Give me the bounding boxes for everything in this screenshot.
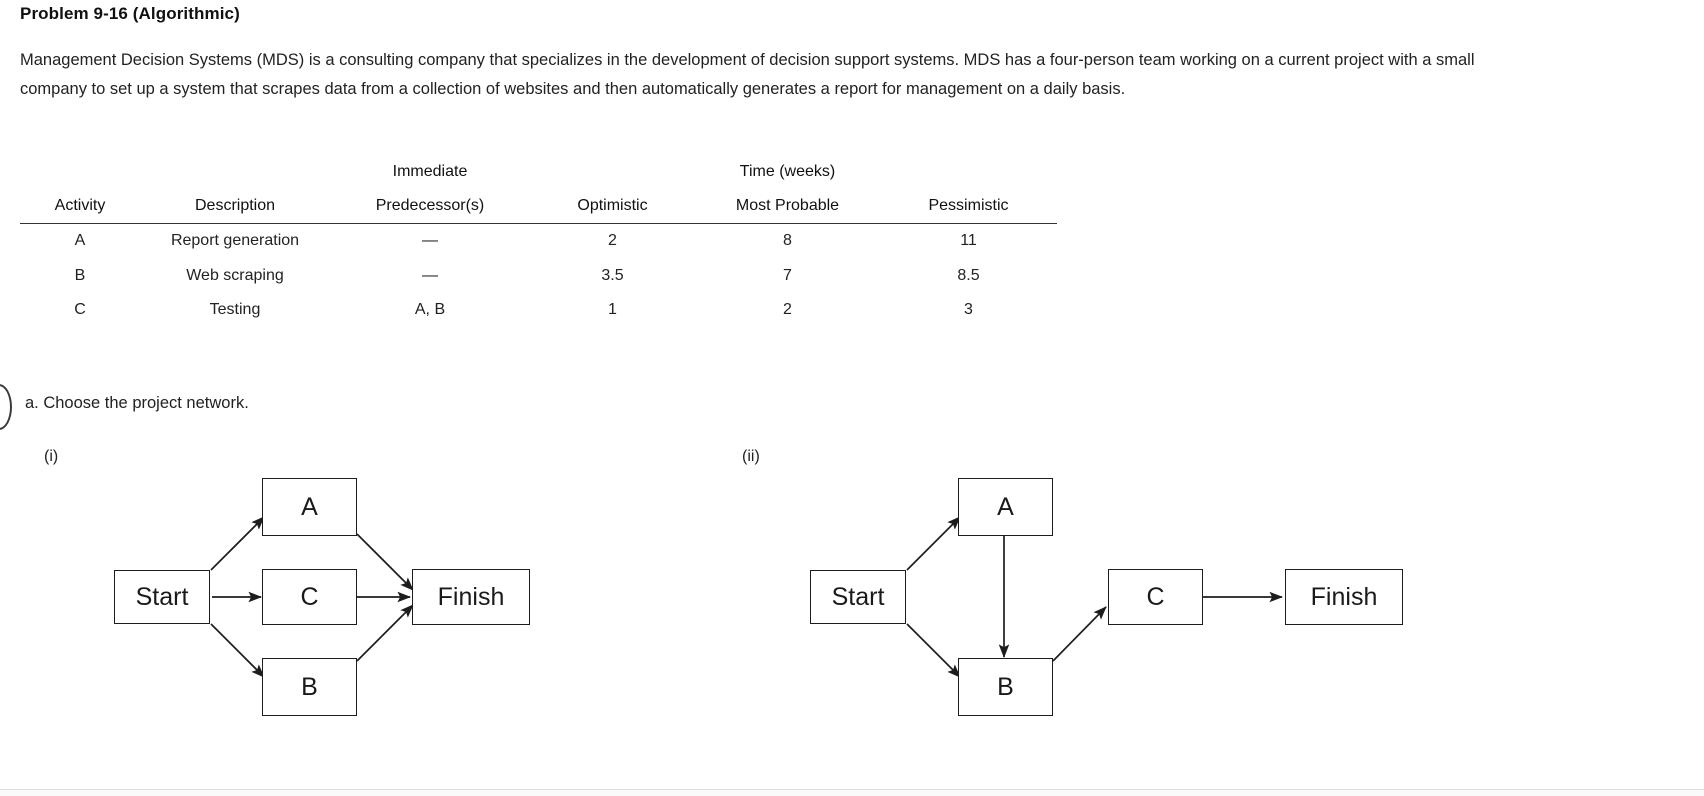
page-bottom-divider — [0, 789, 1704, 790]
activity-table: Immediate Time (weeks) Activity Descript… — [20, 155, 1057, 328]
node-label: B — [301, 672, 318, 701]
node-label: Start — [831, 582, 885, 611]
table-group-header-row: Immediate Time (weeks) — [20, 155, 1057, 189]
group-header-immediate: Immediate — [392, 163, 468, 180]
network-i-node-c[interactable]: C — [262, 569, 357, 625]
column-header-pessimistic: Pessimistic — [928, 197, 1009, 214]
node-label: C — [1146, 582, 1165, 611]
cell-description: Report generation — [170, 232, 300, 250]
node-label: Finish — [1310, 582, 1378, 611]
edge-ii-start-to-b — [906, 623, 961, 678]
column-header-activity: Activity — [54, 197, 106, 214]
network-i-node-b[interactable]: B — [262, 658, 357, 716]
group-header-blank-description — [140, 155, 330, 189]
cell-optimistic: 1 — [608, 301, 617, 319]
cell-most-probable: 7 — [783, 266, 792, 284]
cell-optimistic: 2 — [608, 232, 617, 250]
table-row: C Testing A, B 1 2 3 — [20, 293, 1057, 328]
circle-annotation-icon — [0, 384, 12, 430]
network-ii-node-b[interactable]: B — [958, 658, 1053, 716]
edge-start-to-b — [210, 623, 265, 678]
cell-predecessors: — — [422, 232, 438, 250]
network-ii-node-a[interactable]: A — [958, 478, 1053, 536]
network-i-label: (i) — [44, 448, 59, 465]
network-i-node-a[interactable]: A — [262, 478, 357, 536]
group-header-blank-optimistic — [530, 155, 695, 189]
table-row: B Web scraping — 3.5 7 8.5 — [20, 259, 1057, 294]
cell-most-probable: 8 — [783, 232, 792, 250]
cell-description: Web scraping — [186, 266, 284, 284]
edge-a-to-finish — [356, 533, 414, 591]
cell-pessimistic: 11 — [960, 232, 977, 250]
edge-b-to-finish — [356, 604, 414, 662]
table-header-rule — [20, 223, 1057, 224]
network-ii-node-finish[interactable]: Finish — [1285, 569, 1403, 625]
network-ii-node-c[interactable]: C — [1108, 569, 1203, 625]
cell-pessimistic: 8.5 — [957, 266, 980, 284]
table-header-row: Activity Description Predecessor(s) Opti… — [20, 189, 1057, 223]
table-row: A Report generation — 2 8 11 — [20, 224, 1057, 259]
page-title: Problem 9-16 (Algorithmic) — [20, 4, 240, 23]
edge-ii-start-to-a — [906, 516, 961, 571]
node-label: A — [997, 492, 1014, 521]
question-part-a: a. Choose the project network. — [25, 394, 249, 412]
edge-ii-b-to-c — [1052, 606, 1107, 662]
network-i-node-finish[interactable]: Finish — [412, 569, 530, 625]
network-i-node-start[interactable]: Start — [114, 570, 210, 624]
cell-activity: A — [74, 232, 86, 250]
node-label: Start — [135, 582, 189, 611]
column-header-description: Description — [194, 197, 276, 214]
cell-most-probable: 2 — [783, 301, 792, 319]
node-label: C — [300, 582, 319, 611]
cell-activity: C — [74, 301, 86, 319]
column-header-optimistic: Optimistic — [577, 197, 648, 214]
cell-activity: B — [74, 266, 86, 284]
cell-pessimistic: 3 — [964, 301, 973, 319]
intro-paragraph: Management Decision Systems (MDS) is a c… — [20, 51, 1475, 98]
cell-description: Testing — [209, 301, 261, 319]
column-header-most-probable: Most Probable — [735, 197, 840, 214]
cell-optimistic: 3.5 — [601, 266, 624, 284]
node-label: Finish — [437, 582, 505, 611]
network-ii-label: (ii) — [742, 448, 760, 465]
column-header-predecessors: Predecessor(s) — [375, 197, 485, 214]
group-header-blank-activity — [20, 155, 140, 189]
node-label: A — [301, 492, 318, 521]
group-header-blank-pessimistic — [880, 155, 1057, 189]
cell-predecessors: A, B — [414, 301, 446, 319]
cell-predecessors: — — [422, 266, 438, 284]
edge-start-to-a — [210, 516, 265, 571]
group-header-time-weeks: Time (weeks) — [739, 163, 836, 180]
network-ii-node-start[interactable]: Start — [810, 570, 906, 624]
page-bottom-shade — [0, 790, 1704, 796]
node-label: B — [997, 672, 1014, 701]
